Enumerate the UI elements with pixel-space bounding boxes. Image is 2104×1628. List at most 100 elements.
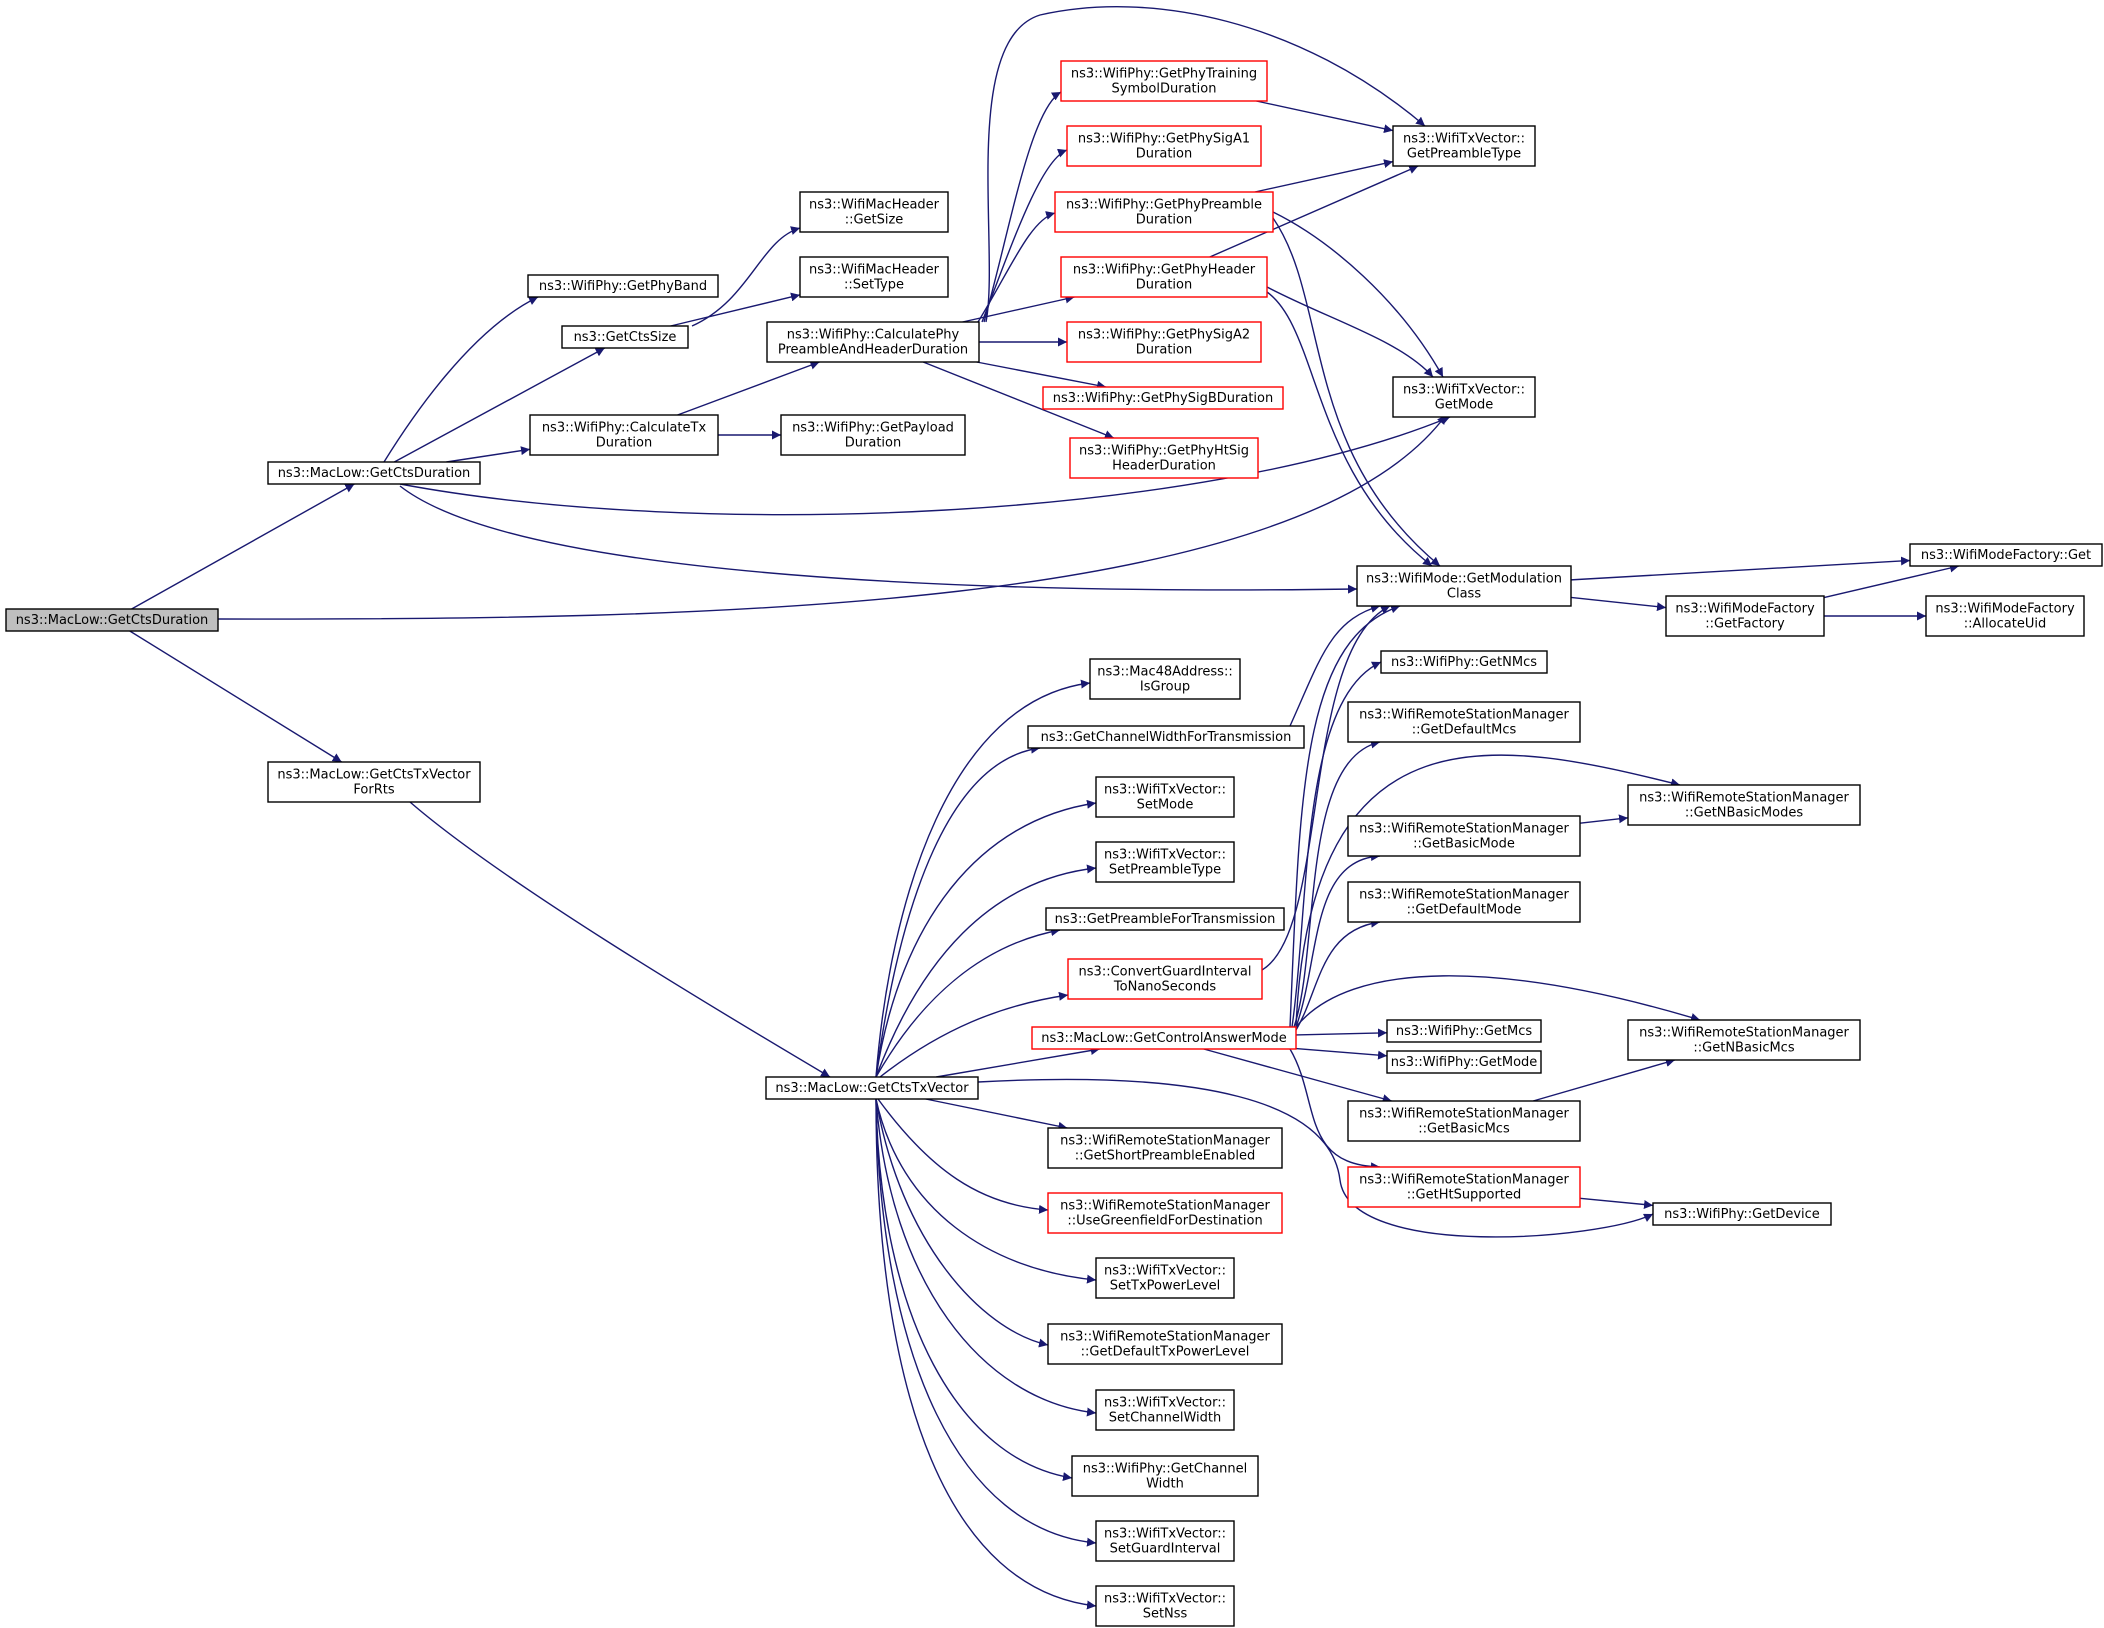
node-label: ns3::WifiTxVector:: [1104,848,1226,863]
node-txgetmode[interactable]: ns3::WifiTxVector::GetMode [1392,376,1536,418]
node-allocateuid[interactable]: ns3::WifiModeFactory::AllocateUid [1925,595,2085,637]
node-phygetmcs[interactable]: ns3::WifiPhy::GetMcs [1386,1019,1542,1043]
edge-getctstxvector-to-setguard [875,1098,1097,1547]
node-label: ns3::WifiTxVector:: [1403,383,1525,398]
node-preamblefortx[interactable]: ns3::GetPreambleForTransmission [1045,907,1285,931]
node-label: ns3::Mac48Address:: [1097,665,1232,680]
node-label: ::UseGreenfieldForDestination [1067,1214,1262,1229]
node-box [1095,776,1235,818]
node-label: ns3::WifiPhy::GetPayload [792,421,954,436]
node-box [267,761,481,803]
edge-getfactory-to-factoryget [1823,563,1960,599]
node-basicmcs[interactable]: ns3::WifiRemoteStationManager::GetBasicM… [1347,1100,1581,1142]
edge-getctstxvector-to-shortpreamble [925,1098,1068,1131]
node-greenfield[interactable]: ns3::WifiRemoteStationManager::UseGreenf… [1047,1192,1283,1234]
node-defaultmode[interactable]: ns3::WifiRemoteStationManager::GetDefaul… [1347,881,1581,923]
node-setnss[interactable]: ns3::WifiTxVector::SetNss [1095,1585,1235,1627]
edge-root-to-getctsduration2 [131,483,355,610]
edge-getctstxvector-to-getchannelwidth [875,1098,1073,1482]
node-factoryget[interactable]: ns3::WifiModeFactory::Get [1909,543,2103,567]
node-label: ::SetType [844,278,904,293]
node-htsupported[interactable]: ns3::WifiRemoteStationManager::GetHtSupp… [1347,1166,1581,1208]
node-label: ns3::MacLow::GetCtsTxVector [775,1081,969,1096]
function-nodes: ns3::MacLow::GetCtsDurationns3::MacLow::… [5,60,2103,1627]
node-box [1386,1050,1542,1074]
node-settype[interactable]: ns3::WifiMacHeader::SetType [799,256,949,298]
node-isgroup[interactable]: ns3::Mac48Address::IsGroup [1089,658,1241,700]
edge-basicmode-to-nbasicmodes [1579,814,1629,824]
edge-getctstxvector-to-controlanswer [936,1046,1100,1078]
node-label: GetMode [1435,398,1494,413]
edge-calcpreamble-to-siga1 [981,148,1068,323]
node-nbasicmcs[interactable]: ns3::WifiRemoteStationManager::GetNBasic… [1627,1019,1861,1061]
node-defaultmcs[interactable]: ns3::WifiRemoteStationManager::GetDefaul… [1347,701,1581,743]
node-box [1054,191,1274,233]
node-label: ::GetSize [845,213,904,228]
node-label: SetPreambleType [1109,863,1221,878]
node-sigb[interactable]: ns3::WifiPhy::GetPhySigBDuration [1042,386,1284,410]
node-channelwidthfortx[interactable]: ns3::GetChannelWidthForTransmission [1027,725,1305,749]
node-label: Duration [1136,278,1192,293]
node-root[interactable]: ns3::MacLow::GetCtsDuration [5,608,219,632]
edge-channelwidthfortx-to-modulation [1289,604,1381,727]
node-label: ns3::WifiRemoteStationManager [1359,708,1569,723]
node-getctstxvector[interactable]: ns3::MacLow::GetCtsTxVector [765,1076,979,1100]
node-getdevice[interactable]: ns3::WifiPhy::GetDevice [1652,1202,1832,1226]
node-label: ::GetFactory [1705,617,1785,632]
node-training[interactable]: ns3::WifiPhy::GetPhyTrainingSymbolDurati… [1060,60,1268,102]
node-box [799,191,949,233]
node-label: SymbolDuration [1112,82,1217,97]
node-box [1027,725,1305,749]
edge-calcpreamble-to-getpreambletype [985,6,1426,323]
node-nbasicmodes[interactable]: ns3::WifiRemoteStationManager::GetNBasic… [1627,784,1861,826]
node-getchannelwidth[interactable]: ns3::WifiPhy::GetChannelWidth [1071,1455,1259,1497]
node-phygetmode[interactable]: ns3::WifiPhy::GetMode [1386,1050,1542,1074]
node-label: ns3::WifiPhy::GetPhyHeader [1073,263,1256,278]
node-setpreambletype[interactable]: ns3::WifiTxVector::SetPreambleType [1095,841,1235,883]
node-getfactory[interactable]: ns3::WifiModeFactory::GetFactory [1665,595,1825,637]
node-box [561,325,689,349]
node-defaulttxpower[interactable]: ns3::WifiRemoteStationManager::GetDefaul… [1047,1323,1283,1365]
edge-getctstxvector-to-convertguard [879,991,1069,1078]
node-basicmode[interactable]: ns3::WifiRemoteStationManager::GetBasicM… [1347,815,1581,857]
node-controlanswer[interactable]: ns3::MacLow::GetControlAnswerMode [1031,1026,1297,1050]
node-label: ns3::WifiRemoteStationManager [1060,1134,1270,1149]
node-label: ::GetShortPreambleEnabled [1075,1149,1256,1164]
node-getphyband[interactable]: ns3::WifiPhy::GetPhyBand [527,274,719,298]
node-label: ::GetNBasicModes [1685,806,1803,821]
edge-getctsduration2-to-modulation [399,485,1358,594]
node-box [1380,650,1548,674]
node-label: ns3::ConvertGuardInterval [1079,965,1252,980]
node-label: ns3::WifiModeFactory [1675,602,1815,617]
node-label: ns3::WifiModeFactory::Get [1921,548,2091,563]
node-getnmcs[interactable]: ns3::WifiPhy::GetNMcs [1380,650,1548,674]
node-getsize[interactable]: ns3::WifiMacHeader::GetSize [799,191,949,233]
node-shortpreamble[interactable]: ns3::WifiRemoteStationManager::GetShortP… [1047,1127,1283,1169]
node-settxpower[interactable]: ns3::WifiTxVector::SetTxPowerLevel [1095,1257,1235,1299]
node-setmode[interactable]: ns3::WifiTxVector::SetMode [1095,776,1235,818]
node-label: ns3::WifiPhy::GetPhySigA1 [1078,132,1250,147]
node-getctsduration2[interactable]: ns3::MacLow::GetCtsDuration [267,461,481,485]
node-calcpreamble[interactable]: ns3::WifiPhy::CalculatePhyPreambleAndHea… [766,321,980,363]
edge-controlanswer-to-basicmode [1295,852,1381,1028]
node-getctssize[interactable]: ns3::GetCtsSize [561,325,689,349]
node-label: ::GetBasicMcs [1418,1122,1510,1137]
node-getpreambletype[interactable]: ns3::WifiTxVector::GetPreambleType [1392,125,1536,167]
edge-getctstxvector-to-setnss [875,1098,1097,1610]
node-setchannelwidth[interactable]: ns3::WifiTxVector::SetChannelWidth [1095,1389,1235,1431]
node-setguard[interactable]: ns3::WifiTxVector::SetGuardInterval [1095,1520,1235,1562]
edge-controlanswer-to-modulation [1289,604,1401,1028]
node-label: SetNss [1143,1607,1188,1622]
node-label: Duration [1136,147,1192,162]
node-box [1095,1389,1235,1431]
